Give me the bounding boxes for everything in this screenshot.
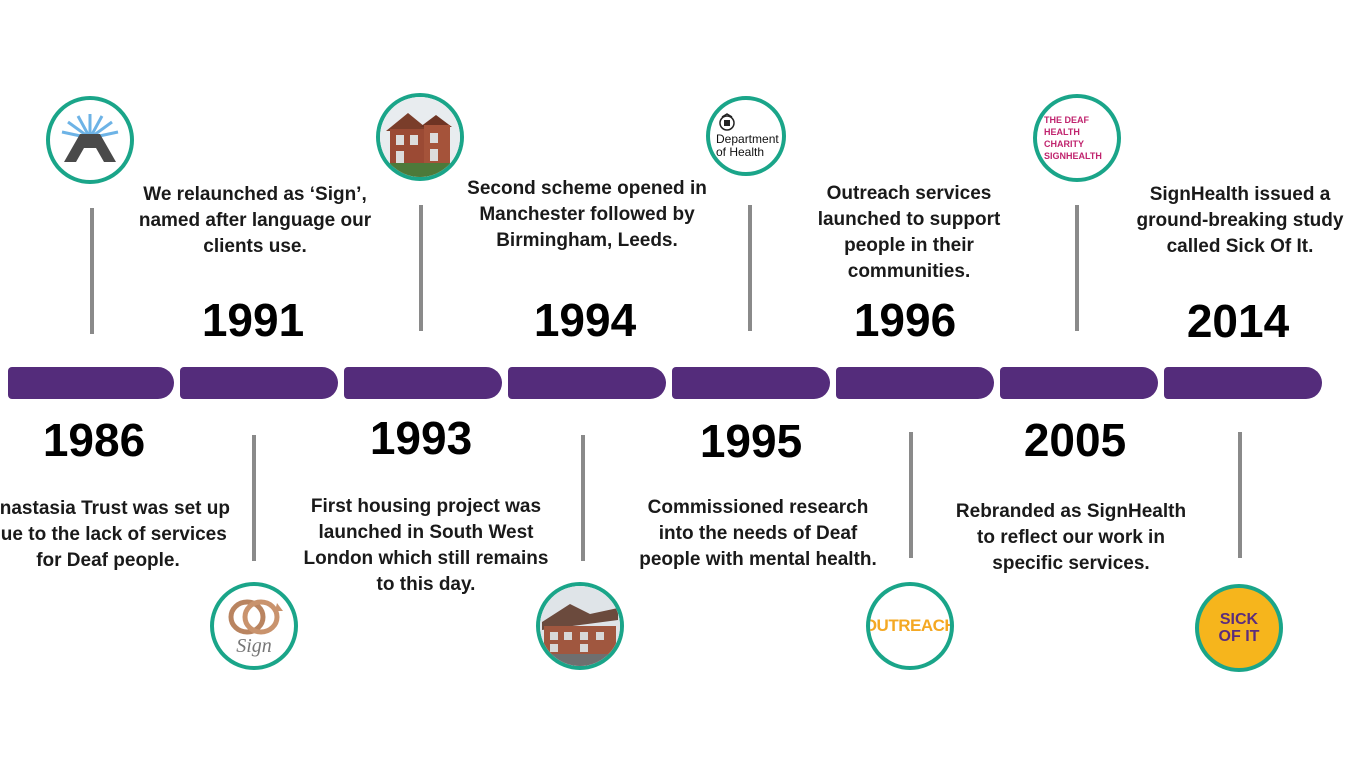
event-year: 2005 xyxy=(1023,414,1127,466)
timeline-segment xyxy=(836,367,994,399)
connector-line xyxy=(748,205,752,331)
outreach-logo: OUTREACH xyxy=(866,582,954,670)
event-description: First housing project was launched in So… xyxy=(303,496,549,595)
timeline-segment xyxy=(508,367,666,399)
signhealth-logo-text: THE DEAF HEALTH CHARITY SIGNHEALTH xyxy=(1044,115,1102,161)
connector-line xyxy=(419,205,423,331)
connector-line xyxy=(1238,432,1242,558)
event-description: Outreach services launched to support pe… xyxy=(817,183,1001,282)
event-description: Anastasia Trust was set up due to the la… xyxy=(0,498,230,571)
timeline-segment xyxy=(8,367,174,399)
timeline-segment xyxy=(344,367,502,399)
event-description: Commissioned research into the needs of … xyxy=(639,497,877,570)
event-description: SignHealth issued a ground-breaking stud… xyxy=(1136,184,1344,257)
timeline-segment xyxy=(180,367,338,399)
timeline-segment xyxy=(1000,367,1158,399)
event-description: We relaunched as ‘Sign’, named after lan… xyxy=(138,184,372,257)
sick-of-it-text: SICK OF IT xyxy=(1218,611,1260,645)
event-year: 2014 xyxy=(1186,295,1290,347)
event-year: 1986 xyxy=(42,414,146,466)
event-description: Rebranded as SignHealth to reflect our w… xyxy=(955,501,1187,574)
department-of-health-text: Department of Health xyxy=(716,132,779,159)
sick-of-it-badge: SICK OF IT xyxy=(1195,584,1283,672)
timeline-segment xyxy=(672,367,830,399)
crest-icon xyxy=(719,113,735,131)
building-photo xyxy=(536,582,624,670)
department-of-health-logo: Department of Health xyxy=(706,96,786,176)
event-year: 1995 xyxy=(699,415,803,467)
connector-line xyxy=(909,432,913,558)
sign-logo-text: Sign xyxy=(236,634,272,657)
house-photo xyxy=(376,93,464,181)
anastasia-trust-logo xyxy=(46,96,134,184)
connector-line xyxy=(1075,205,1079,331)
connector-line xyxy=(252,435,256,561)
connector-line xyxy=(90,208,94,334)
event-year: 1994 xyxy=(533,294,637,346)
event-description: Second scheme opened in Manchester follo… xyxy=(467,178,707,251)
signhealth-logo: THE DEAF HEALTH CHARITY SIGNHEALTH xyxy=(1033,94,1121,182)
sign-logo: Sign xyxy=(210,582,298,670)
connector-line xyxy=(581,435,585,561)
event-year: 1993 xyxy=(369,412,473,464)
event-year: 1991 xyxy=(201,294,305,346)
outreach-logo-text: OUTREACH xyxy=(866,616,954,635)
event-year: 1996 xyxy=(853,294,957,346)
timeline-segment xyxy=(1164,367,1322,399)
